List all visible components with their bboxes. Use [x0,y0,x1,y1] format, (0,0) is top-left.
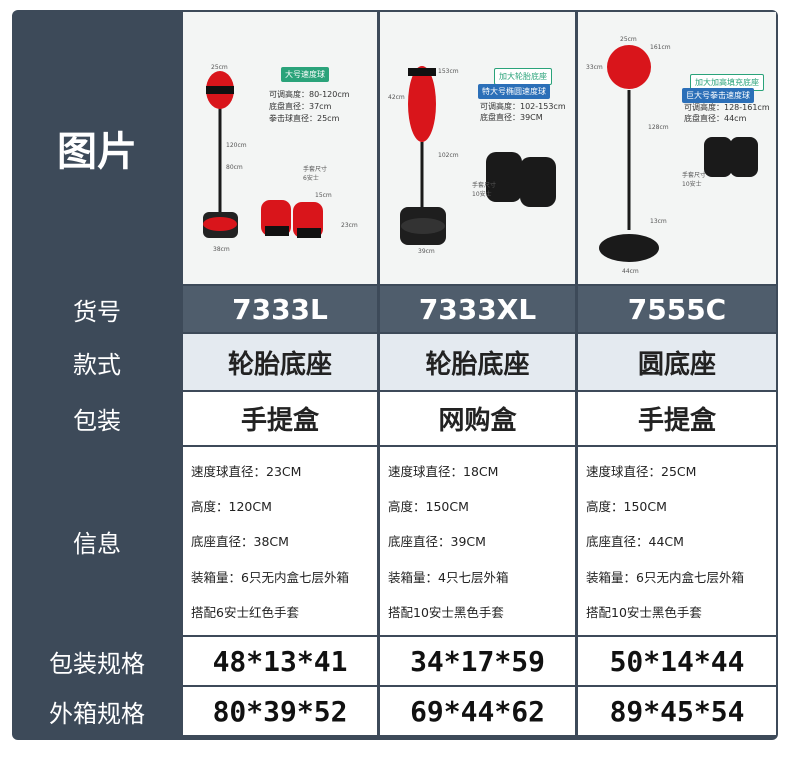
punching-bag-illustration [400,66,556,245]
info-cell: 速度球直径：18CM 高度：150CM 底座直径：39CM 装箱量：4只七层外箱… [380,447,575,635]
spec-line: 拳击球直径：25cm [269,114,340,123]
spec-line: 可调高度：128-161cm [684,103,770,112]
package-cell: 网购盒 [380,392,575,445]
punching-bag-illustration [599,45,758,262]
sku-cell: 7333XL [380,286,575,332]
dimension: 153cm [438,68,459,75]
package-cell: 手提盒 [578,392,776,445]
info-line: 搭配10安士黑色手套 [388,604,504,620]
info-line: 底座直径：38CM [191,534,289,550]
info-line: 底座直径：44CM [586,534,684,550]
dimension: 161cm [650,44,671,51]
row-label-picture: 图片 [57,128,137,175]
dimension: 33cm [586,64,603,71]
style-cell: 圆底座 [578,334,776,390]
row-label-sku: 货号 [73,297,121,326]
dimension: 120cm [226,142,247,149]
info-line: 搭配6安士红色手套 [191,604,299,620]
feature-tag: 大号速度球 [281,67,329,82]
carton-spec-cell: 80*39*52 [183,687,377,735]
style-cell: 轮胎底座 [183,334,377,390]
dimension: 42cm [388,94,405,101]
row-label-carton-spec: 外箱规格 [49,699,145,728]
info-line: 速度球直径：25CM [586,464,697,480]
spec-line: 可调高度：80-120cm [269,90,350,99]
spec-line: 底盘直径：39CM [480,113,543,122]
spec-line: 底盘直径：37cm [269,102,332,111]
sku-cell: 7555C [578,286,776,332]
dimension: 25cm [620,36,637,43]
dimension: 39cm [418,248,435,255]
sku-cell: 7333L [183,286,377,332]
dimension: 44cm [622,268,639,275]
package-spec-cell: 34*17*59 [380,637,575,685]
info-line: 搭配10安士黑色手套 [586,604,702,620]
feature-tag: 加大轮胎底座 [494,68,552,85]
product-image-7333l: 大号速度球 可调高度：80-120cm 底盘直径：37cm 拳击球直径：25cm… [183,12,377,284]
dimension: 15cm [315,192,332,199]
row-label-info: 信息 [73,529,121,558]
row-label-style: 款式 [73,350,121,379]
product-image-7555c: 加大加高填充底座 巨大号拳击速度球 可调高度：128-161cm 底盘直径：44… [578,12,776,284]
dimension: 80cm [226,164,243,171]
product-image-7333xl: 加大轮胎底座 特大号椭圆速度球 可调高度：102-153cm 底盘直径：39CM… [380,12,575,284]
feature-tag: 特大号椭圆速度球 [478,84,550,99]
row-label-package-spec: 包装规格 [49,649,145,678]
style-cell: 轮胎底座 [380,334,575,390]
dimension: 102cm [438,152,459,159]
spec-line: 可调高度：102-153cm [480,102,566,111]
glove-size-note: 手套尺寸 10安士 [682,172,707,188]
info-line: 高度：150CM [586,499,667,515]
dimension: 25cm [211,64,228,71]
dimension: 23cm [341,222,358,229]
info-line: 装箱量：6只无内盒七层外箱 [586,569,744,585]
dimension: 13cm [650,218,667,225]
dimension: 38cm [213,246,230,253]
info-line: 高度：150CM [388,499,469,515]
info-line: 底座直径：39CM [388,534,486,550]
dimension: 128cm [648,124,669,131]
info-line: 高度：120CM [191,499,272,515]
package-spec-cell: 48*13*41 [183,637,377,685]
carton-spec-cell: 69*44*62 [380,687,575,735]
info-line: 速度球直径：18CM [388,464,499,480]
info-cell: 速度球直径：25CM 高度：150CM 底座直径：44CM 装箱量：6只无内盒七… [578,447,776,635]
punching-bag-illustration [203,71,323,238]
spec-line: 底盘直径：44cm [684,114,747,123]
carton-spec-cell: 89*45*54 [578,687,776,735]
glove-size-note: 手套尺寸 10安士 [472,182,497,198]
glove-size-note: 手套尺寸 6安士 [303,166,328,182]
package-cell: 手提盒 [183,392,377,445]
info-line: 速度球直径：23CM [191,464,302,480]
info-line: 装箱量：6只无内盒七层外箱 [191,569,349,585]
package-spec-cell: 50*14*44 [578,637,776,685]
info-line: 装箱量：4只七层外箱 [388,569,509,585]
row-label-package: 包装 [73,407,121,435]
info-cell: 速度球直径：23CM 高度：120CM 底座直径：38CM 装箱量：6只无内盒七… [183,447,377,635]
feature-tag: 巨大号拳击速度球 [682,88,754,103]
